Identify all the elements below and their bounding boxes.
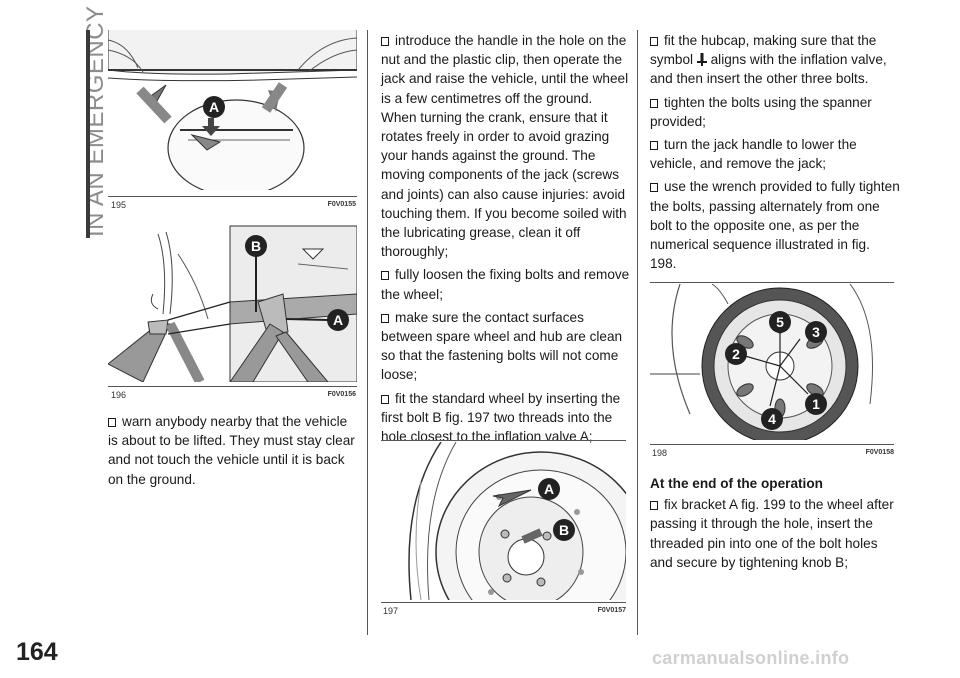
inflation-valve-symbol-icon xyxy=(696,52,707,67)
figure-197-number: 197 xyxy=(383,606,399,616)
column-3-text-bottom: At the end of the operation fix bracket … xyxy=(650,474,900,576)
figure-197-image: A B xyxy=(381,442,626,600)
checkbox-bullet-icon xyxy=(381,313,389,323)
section-title-vertical: IN AN EMERGENCY xyxy=(30,5,109,237)
figure-rule xyxy=(381,602,626,603)
figure-196-label-b: B xyxy=(251,238,261,254)
watermark: carmanualsonline.info xyxy=(652,648,850,668)
figure-198-label-2: 2 xyxy=(732,346,740,362)
section-heading: At the end of the operation xyxy=(650,476,823,491)
instruction-item: warn anybody nearby that the vehicle is … xyxy=(108,414,355,487)
column-divider xyxy=(367,30,368,635)
figure-198-label-1: 1 xyxy=(812,396,820,412)
column-1-text: warn anybody nearby that the vehicle is … xyxy=(108,412,360,493)
instruction-item: tighten the bolts using the spanner prov… xyxy=(650,94,872,129)
figure-rule xyxy=(650,444,894,445)
checkbox-bullet-icon xyxy=(650,183,658,193)
checkbox-bullet-icon xyxy=(381,37,389,46)
figure-195-number: 195 xyxy=(111,200,127,210)
figure-196-image: B A xyxy=(108,224,357,382)
instruction-item: make sure the contact surfaces between s… xyxy=(381,309,623,383)
figure-195-code: F0V0155 xyxy=(327,201,356,208)
figure-196-number: 196 xyxy=(111,390,127,400)
figure-197-code: F0V0157 xyxy=(597,607,626,614)
figure-198-number: 198 xyxy=(652,448,668,458)
instruction-item: fully loosen the fixing bolts and remove… xyxy=(381,267,630,302)
checkbox-bullet-icon xyxy=(381,271,389,281)
column-divider xyxy=(637,30,638,635)
instruction-item: fit the hubcap, making sure that the sym… xyxy=(650,33,887,87)
instruction-item: use the wrench provided to fully tighten… xyxy=(650,179,900,272)
checkbox-bullet-icon xyxy=(108,418,116,427)
figure-198-image: 1 2 3 4 5 xyxy=(650,284,894,440)
figure-195-image: A xyxy=(108,30,357,190)
figure-rule xyxy=(108,196,357,197)
figure-198-label-5: 5 xyxy=(776,314,784,330)
figure-rule xyxy=(381,440,626,441)
instruction-item: turn the jack handle to lower the vehicl… xyxy=(650,137,857,172)
instruction-item: fit the standard wheel by inserting the … xyxy=(381,390,621,445)
figure-198-code: F0V0158 xyxy=(865,449,894,456)
checkbox-bullet-icon xyxy=(650,98,658,108)
checkbox-bullet-icon xyxy=(650,141,658,151)
checkbox-bullet-icon xyxy=(650,501,658,511)
column-3-text: fit the hubcap, making sure that the sym… xyxy=(650,31,900,277)
checkbox-bullet-icon xyxy=(650,37,658,46)
instruction-item: fix bracket A fig. 199 to the wheel afte… xyxy=(650,497,894,570)
figure-rule xyxy=(108,386,357,387)
page-number: 164 xyxy=(16,638,58,666)
figure-196-label-a: A xyxy=(333,312,343,328)
figure-197-label-a: A xyxy=(544,481,554,497)
figure-198-label-4: 4 xyxy=(768,411,776,427)
figure-198-label-3: 3 xyxy=(812,324,820,340)
instruction-item: introduce the handle in the hole on the … xyxy=(381,33,629,260)
figure-195-label-a: A xyxy=(209,99,219,115)
column-2-text: introduce the handle in the hole on the … xyxy=(381,31,631,450)
figure-197-label-b: B xyxy=(559,522,569,538)
figure-196-code: F0V0156 xyxy=(327,391,356,398)
figure-rule xyxy=(650,282,894,283)
checkbox-bullet-icon xyxy=(381,394,389,404)
section-marker-bar xyxy=(86,30,90,238)
